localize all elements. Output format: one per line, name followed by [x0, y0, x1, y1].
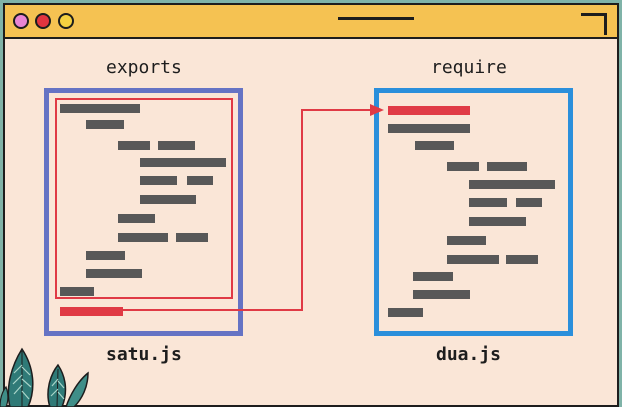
code-line [86, 251, 125, 260]
code-line [60, 287, 94, 296]
code-line [516, 198, 542, 207]
code-line [487, 162, 527, 171]
exports-highlight [55, 98, 233, 299]
required-line [388, 106, 470, 115]
code-line [388, 124, 470, 133]
code-line [469, 217, 526, 226]
dua-file-box [374, 88, 573, 336]
satu-filename: satu.js [106, 344, 182, 365]
exported-line [60, 307, 123, 316]
satu-file-box [44, 88, 243, 336]
yellow-dot-icon [58, 13, 74, 29]
code-line [506, 255, 538, 264]
arrow-path [118, 109, 372, 311]
code-line [140, 176, 177, 185]
code-line [469, 180, 555, 189]
red-dot-icon [35, 13, 51, 29]
arrow-head-icon [370, 104, 384, 116]
code-line [118, 233, 168, 242]
code-line [447, 162, 479, 171]
code-line [469, 198, 507, 207]
code-line [447, 236, 486, 245]
leaf-plant-icon [0, 347, 89, 407]
code-line [415, 141, 454, 150]
title-line [338, 17, 414, 20]
code-line [176, 233, 208, 242]
corner-mark [581, 13, 607, 35]
window-titlebar [5, 5, 617, 39]
code-line [388, 308, 423, 317]
code-line [140, 158, 226, 167]
code-line [60, 104, 140, 113]
code-line [413, 272, 453, 281]
require-heading: require [431, 57, 507, 78]
code-line [447, 255, 499, 264]
code-line [118, 214, 155, 223]
code-line [86, 269, 142, 278]
pink-dot-icon [13, 13, 29, 29]
exports-heading: exports [106, 57, 182, 78]
code-line [140, 195, 196, 204]
dua-filename: dua.js [436, 344, 502, 365]
code-line [158, 141, 195, 150]
code-line [413, 290, 470, 299]
code-line [118, 141, 150, 150]
code-line [187, 176, 213, 185]
code-line [86, 120, 124, 129]
